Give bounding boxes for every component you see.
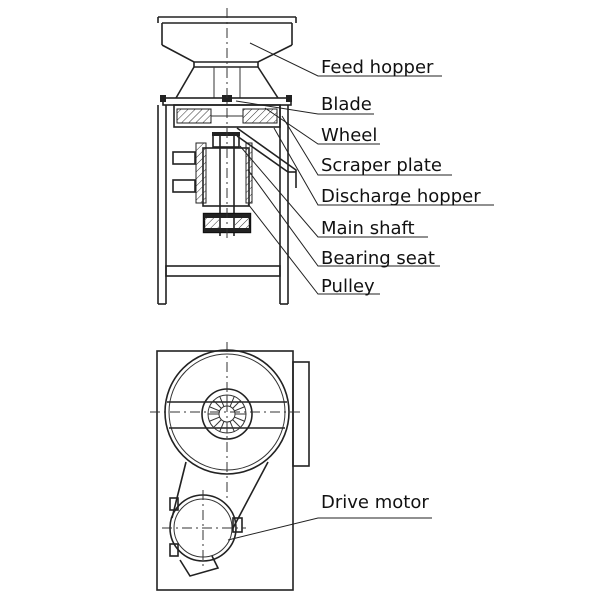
frame-left-leg (157, 105, 167, 305)
bearing-seat-body (195, 132, 253, 207)
drive-motor-leader (227, 517, 432, 541)
hub-spoke (209, 406, 220, 412)
hub-spoke (232, 419, 241, 428)
hub-spoke (234, 406, 245, 412)
label-feed-hopper: Feed hopper (321, 57, 434, 78)
wheel-housing (173, 104, 281, 128)
discharge-chute (236, 127, 297, 188)
label-wheel: Wheel (321, 125, 377, 146)
hub-spoke (213, 419, 222, 428)
leader-lines (235, 42, 494, 295)
hub-spoke (209, 416, 220, 422)
label-blade: Blade (321, 94, 372, 115)
side-plate (292, 361, 310, 467)
label-bearing-seat: Bearing seat (321, 248, 435, 269)
hub-spoke (234, 416, 245, 422)
hub-spoke (219, 396, 225, 407)
front-view (157, 8, 297, 305)
left-brackets (172, 151, 196, 193)
hub-spoke (229, 396, 235, 407)
top-flange (160, 95, 292, 106)
main-shaft-shape (219, 136, 235, 236)
belt-left (171, 461, 187, 519)
frame-right-leg (279, 105, 289, 305)
label-discharge-hopper: Discharge hopper (321, 186, 481, 207)
hub-spoke (232, 400, 241, 409)
hub-spoke (219, 421, 225, 432)
label-drive-motor: Drive motor (321, 492, 429, 513)
label-pulley: Pulley (321, 276, 375, 297)
base-plate (156, 350, 294, 591)
label-main-shaft: Main shaft (321, 218, 415, 239)
frame-cross-bar (165, 265, 281, 277)
top-view (150, 342, 432, 591)
label-scraper-plate: Scraper plate (321, 155, 442, 176)
hub-spoke (213, 400, 222, 409)
labels: Feed hopper Blade Wheel Scraper plate Di… (321, 57, 481, 513)
feed-hopper-shape (157, 16, 297, 99)
belt-right (231, 461, 269, 531)
hub-spoke (229, 421, 235, 432)
motor-pulley (169, 494, 243, 577)
